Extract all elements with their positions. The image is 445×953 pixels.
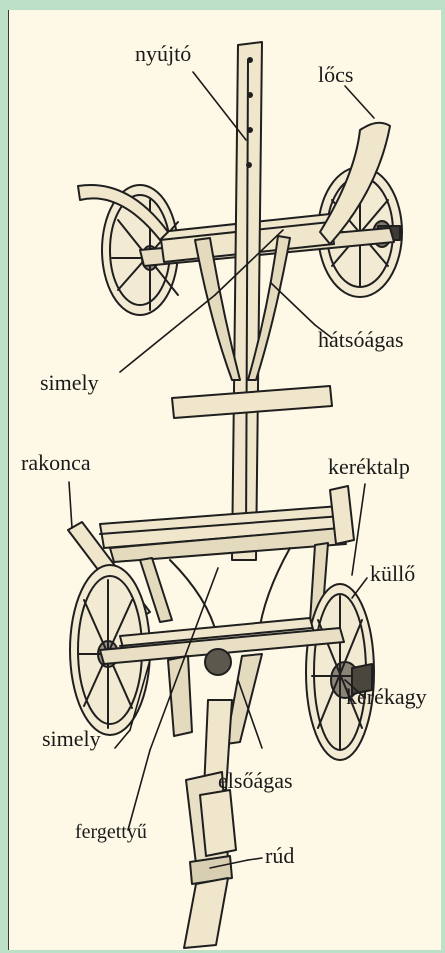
label-kerektalp: keréktalp xyxy=(328,456,410,478)
label-kerekagy: kerékagy xyxy=(346,686,427,708)
label-kullo: küllő xyxy=(370,563,415,585)
label-rud: rúd xyxy=(265,845,294,867)
label-fergettyu: fergettyű xyxy=(75,822,147,842)
label-rakonca: rakonca xyxy=(21,452,91,474)
label-locs: lőcs xyxy=(318,64,353,86)
label-hatsoagas: hátsóágas xyxy=(318,329,404,351)
front-right-wheel xyxy=(306,584,374,760)
label-simely-bottom: simely xyxy=(42,728,101,750)
label-simely-top: simely xyxy=(40,372,99,394)
label-nyujto: nyújtó xyxy=(135,43,191,65)
label-elsoagas: elsőágas xyxy=(218,770,293,792)
